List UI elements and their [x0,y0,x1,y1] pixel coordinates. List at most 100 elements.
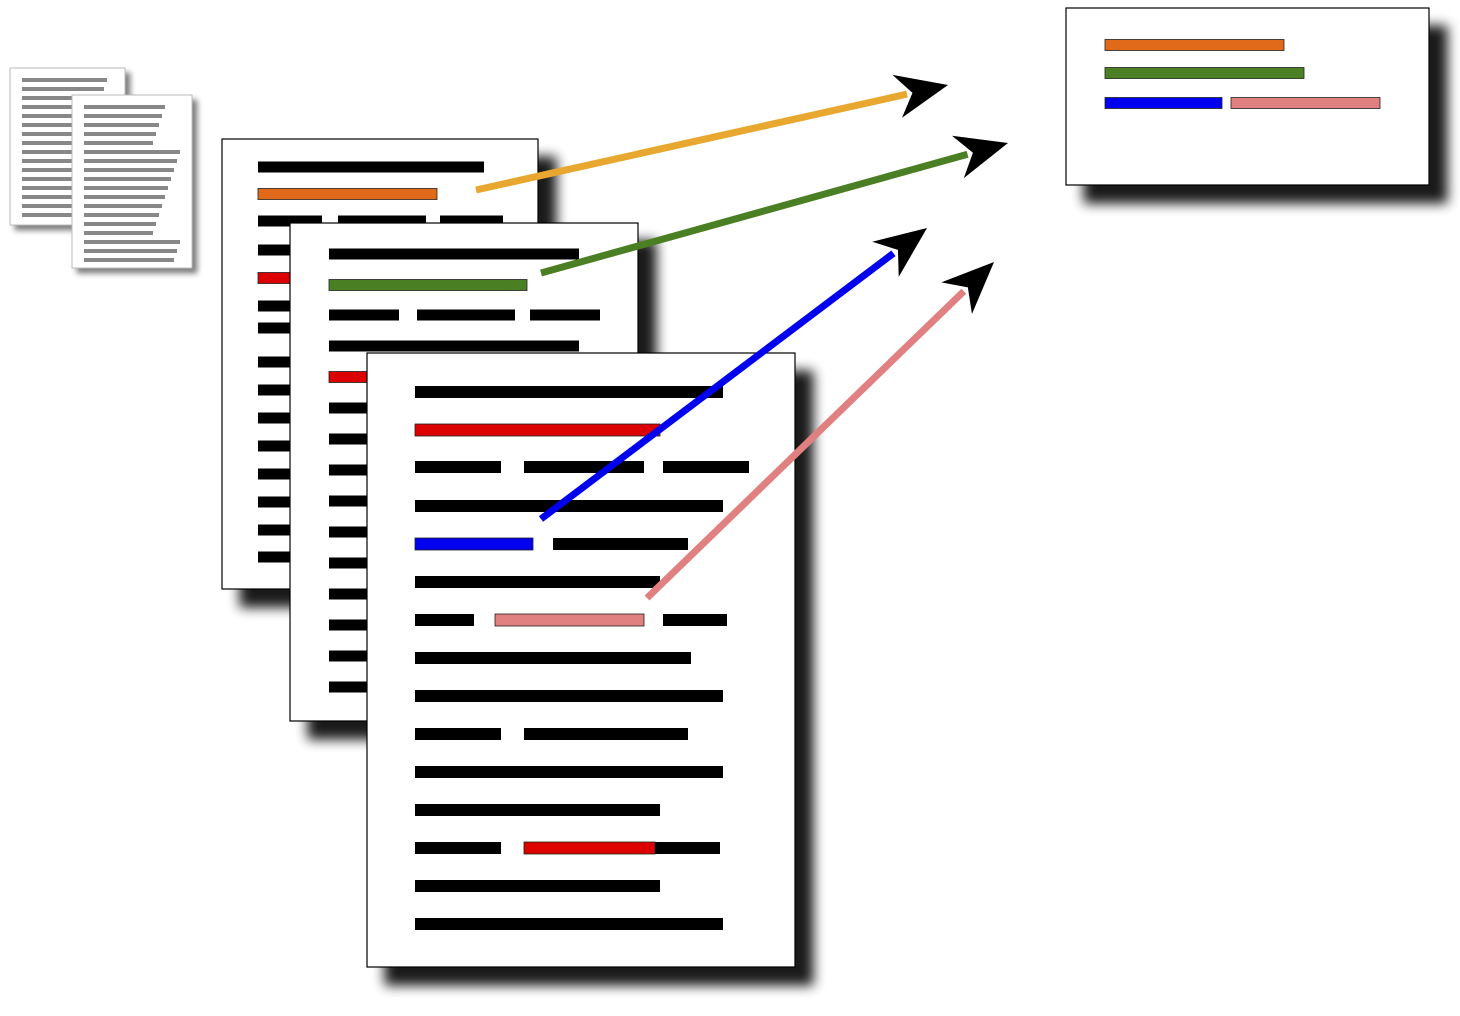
text-line [415,918,723,930]
text-line [258,496,290,508]
icon-line [84,123,159,127]
icon-line [84,150,180,154]
text-line [329,248,579,260]
arrow-pink [644,262,994,601]
text-line [329,588,367,600]
text-line [328,371,368,383]
icon-line [84,222,156,226]
arrow-head [892,74,948,118]
text-line [328,279,528,291]
icon-line [22,204,95,208]
source-document-3 [366,352,796,968]
icon-line [84,213,159,217]
text-line [494,613,645,627]
icon-line [22,150,113,154]
text-line [329,619,367,631]
text-line [655,842,720,854]
icon-line [84,141,153,145]
text-line [329,402,367,414]
arrows [475,74,1008,601]
text-line [1104,67,1305,79]
icon-line [22,186,101,190]
text-line [329,557,367,569]
text-line [415,461,501,473]
text-line [417,309,515,321]
icon-line [22,105,98,109]
text-line [258,244,290,256]
icon-line [84,177,171,181]
icon-line [84,105,165,109]
text-line [329,495,367,507]
icon-line [84,114,162,118]
text-line [258,300,290,312]
text-line [329,340,579,352]
page [1065,7,1430,186]
icon-line [84,231,153,235]
icon-line [22,96,101,100]
arrow-blue [538,228,927,522]
icon-line [84,240,180,244]
icon-line [84,195,165,199]
text-line [338,215,426,227]
icon-line [22,123,92,127]
text-line [414,537,534,551]
text-line [440,215,503,227]
text-line [553,538,688,550]
text-line [257,188,438,200]
icon-line [84,204,162,208]
icon-line [84,249,177,253]
text-line [415,842,501,854]
text-line [415,614,474,626]
arrow-head [872,228,927,277]
icon-line [22,213,92,217]
icon-line [84,168,174,172]
icon-line [22,78,107,82]
text-line [523,841,656,855]
arrow-head [941,262,994,314]
arrow-head [952,135,1008,179]
text-line [329,309,399,321]
icon-line [84,186,168,190]
icon-line [22,114,95,118]
text-line [329,526,367,538]
text-line [258,161,484,173]
text-line [415,880,660,892]
text-line [524,461,644,473]
text-line [258,356,290,368]
icon-line [22,177,104,181]
text-line [329,433,367,445]
text-line [258,468,290,480]
icon-line [22,195,98,199]
merged-document [1065,7,1430,186]
arrow-orange [475,74,948,194]
text-line [258,524,290,536]
icon-line [84,258,174,262]
text-line [329,681,367,693]
icon-line [22,132,89,136]
text-line [415,500,723,512]
icon-line [22,141,86,145]
text-line [258,551,290,563]
text-line [258,440,290,452]
icon-line [22,159,110,163]
arrow-green [540,135,1008,277]
arrow-shaft [540,150,969,277]
icon-line [22,168,107,172]
text-line [258,412,290,424]
text-line [663,461,749,473]
text-line [415,576,660,588]
text-line [415,766,723,778]
text-line [1104,97,1223,109]
icon-line [84,132,156,136]
text-line [258,384,290,396]
text-line [1230,97,1381,109]
arrow-shaft [475,90,908,194]
documents-icon [9,67,193,269]
text-line [415,690,723,702]
text-line [415,728,501,740]
text-line [258,215,322,227]
text-line [530,309,600,321]
text-line [329,464,367,476]
text-line [663,614,727,626]
